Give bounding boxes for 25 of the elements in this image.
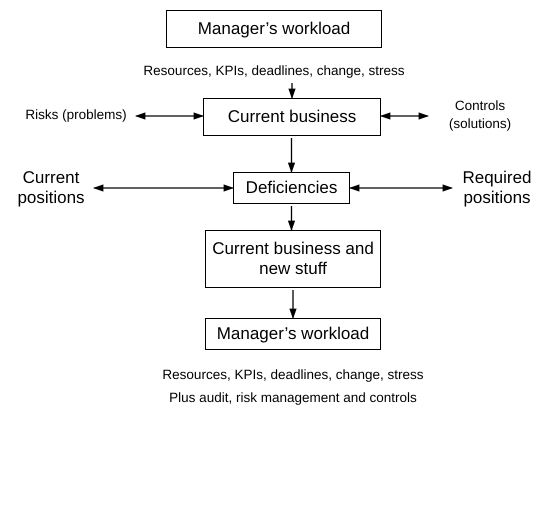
arrow [288,138,296,174]
process-box [166,10,382,48]
box-text: Current business [228,107,356,127]
process-box [205,318,381,350]
arrow [288,83,296,100]
process-box [203,98,381,136]
arrow [289,290,297,320]
text-label: Required positions [452,166,542,210]
text-label: Current positions [8,166,94,210]
box-text: Manager’s workload [198,19,350,39]
text-label: Resources, KPIs, deadlines, change, stress [112,61,436,81]
note-text: Plus audit, risk management and controls [168,388,418,407]
arrow [380,112,430,120]
arrow [288,206,296,232]
note-text: Resources, KPIs, deadlines, change, stress [161,366,425,384]
box-text: Deficiencies [246,178,338,198]
box-text: Current business and new stuff [211,239,375,279]
text-label: Controls (solutions) [428,96,532,134]
arrow [92,184,234,192]
process-box [205,230,381,288]
box-text: Manager’s workload [216,324,370,344]
process-box [233,172,350,204]
text-label: Risks (problems) [16,96,136,134]
arrow [348,184,454,192]
arrow [134,112,204,120]
